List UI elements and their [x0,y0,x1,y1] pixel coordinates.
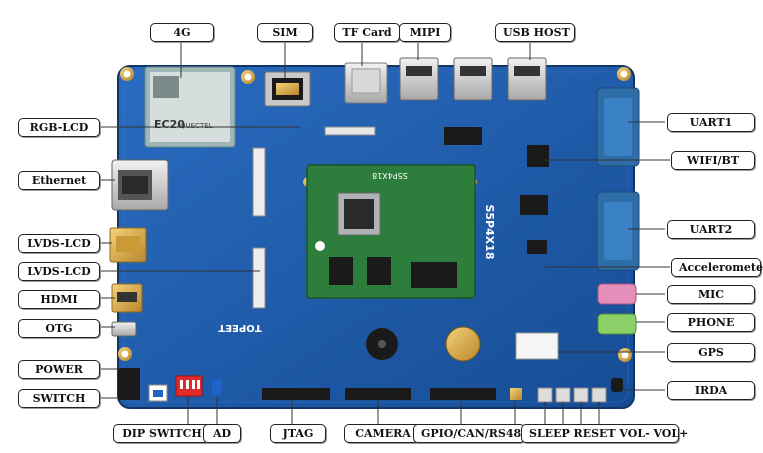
mic-jack [597,283,637,305]
label-gps: GPS [667,343,755,362]
label-gpio-can-rs485: GPIO/CAN/RS485 [413,424,529,443]
label-4g: 4G [150,23,214,42]
label-uart2: UART2 [667,220,755,239]
board-brand: TOPEET [218,322,261,333]
label-uart1: UART1 [667,113,755,132]
gps-module [515,332,559,360]
modem-brand: QUECTEL [180,122,213,130]
label-wifi-bt: WIFI/BT [671,151,755,170]
label-dip-switch: DIP SWITCH [113,424,211,443]
power-jack [118,368,140,400]
jtag-header [262,388,330,400]
label-lvds-lcd-2: LVDS-LCD [18,262,100,281]
core-module: S5P4X18 [306,164,476,299]
key-buttons [510,387,607,403]
label-otg: OTG [18,319,100,338]
label-usb-host: USB HOST [495,23,575,42]
usb-ports [399,57,547,101]
label-camera: CAMERA [344,424,422,443]
ethernet-port [111,159,169,211]
modem-model: EC20 [154,118,185,131]
uart-connectors [596,87,640,271]
label-jtag: JTAG [270,424,326,443]
otg-port [111,321,137,337]
label-rgb-lcd: RGB-LCD [18,118,100,137]
ad-potentiometer [212,379,222,395]
core-model-mirror: S5P4X18 [372,171,408,180]
ir-receiver [611,378,623,392]
label-tf-card: TF Card [334,23,400,42]
rtc-battery [445,326,481,362]
label-ethernet: Ethernet [18,171,100,190]
label-mic: MIC [667,285,755,304]
label-ad: AD [203,424,241,443]
gpio-header [430,388,496,400]
board-model: S5P4X18 [483,204,496,259]
label-lvds-lcd-1: LVDS-LCD [18,234,100,253]
label-hdmi: HDMI [18,290,100,309]
label-phone: PHONE [667,313,755,332]
label-switch: SWITCH [18,389,100,408]
label-keys: SLEEP RESET VOL- VOL+ [521,424,688,443]
label-mipi: MIPI [399,23,451,42]
label-accelerometer: Accelerometer [671,258,763,277]
label-power: POWER [18,360,100,379]
label-sim: SIM [257,23,313,42]
4g-module: EC20 QUECTEL [144,66,236,148]
label-irda: IRDA [667,381,755,400]
phone-jack [597,313,637,335]
camera-header [345,388,411,400]
